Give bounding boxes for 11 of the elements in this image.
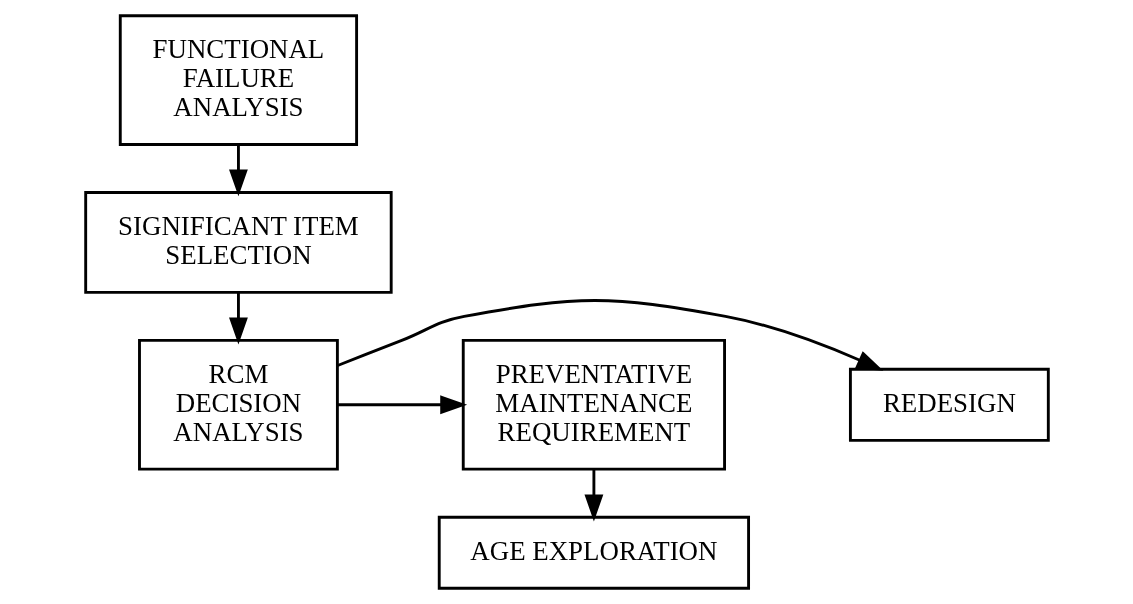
arrow bbox=[337, 395, 467, 415]
node-box: FUNCTIONAL FAILURE ANALYSIS bbox=[118, 14, 358, 146]
node-box: REDESIGN bbox=[848, 367, 1050, 442]
node-box: SIGNIFICANT ITEM SELECTION bbox=[83, 191, 393, 294]
node-box: AGE EXPLORATION bbox=[437, 515, 750, 590]
arrow bbox=[583, 469, 603, 522]
arrow bbox=[228, 144, 248, 197]
node-box: PREVENTATIVE MAINTENANCE REQUIREMENT bbox=[461, 339, 726, 471]
node-box: RCM DECISION ANALYSIS bbox=[137, 339, 339, 471]
arrow bbox=[228, 292, 248, 345]
arrow bbox=[336, 299, 883, 371]
